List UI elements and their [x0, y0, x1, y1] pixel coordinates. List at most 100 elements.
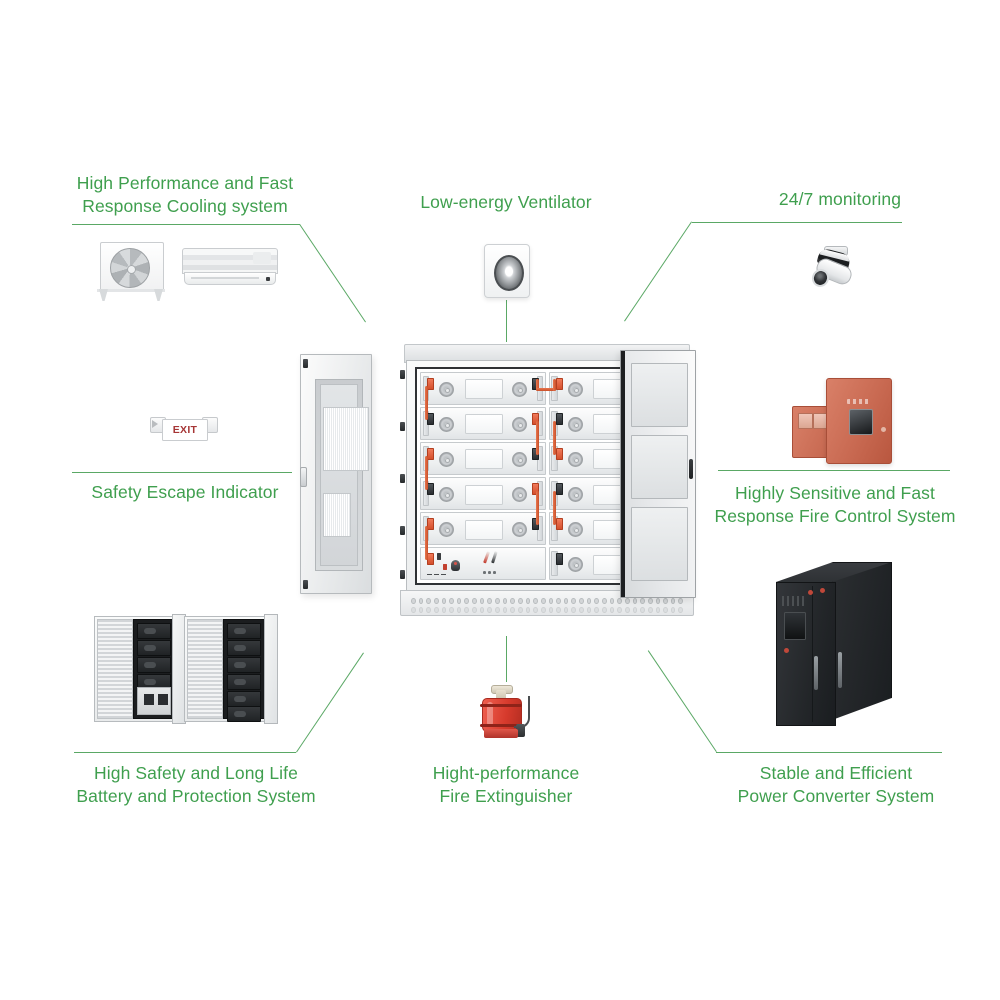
- battery-rack-icon: [88, 608, 278, 728]
- pcs-indicator-light: [808, 590, 813, 595]
- pcs-indicator-light: [784, 648, 789, 653]
- pcs-door-handle: [838, 652, 842, 688]
- cabinet-left-door[interactable]: [299, 354, 372, 594]
- module-column-left: [420, 372, 546, 580]
- pcs-door-handle: [814, 656, 818, 690]
- battery-energy-storage-cabinet: [299, 336, 710, 626]
- terminal-positive: [555, 447, 563, 460]
- leader-line-fire-control: [718, 470, 950, 472]
- module-faceplate: [464, 519, 503, 540]
- module-fan-icon: [567, 557, 583, 573]
- terminal-negative: [427, 412, 434, 425]
- louver-door-icon: [97, 619, 133, 719]
- control-dash-marks: [427, 573, 446, 575]
- leader-diagonal-monitoring: [623, 221, 692, 322]
- leader-diagonal-cooling: [298, 224, 366, 323]
- fire-extinguisher-icon: [474, 684, 538, 746]
- control-dot-indicators: [483, 571, 496, 574]
- extinguisher-valve-icon: [496, 690, 506, 700]
- power-converter-cabinet-icon: [768, 556, 898, 732]
- callout-label-escape: Safety Escape Indicator: [91, 482, 279, 502]
- module-fan-icon: [511, 381, 527, 397]
- ac-outdoor-unit-icon: [100, 242, 164, 292]
- module-faceplate: [464, 414, 503, 435]
- leader-line-ventilator: [506, 300, 508, 342]
- fire-control-panel-icon: [792, 378, 892, 464]
- extinguisher-nozzle-icon: [516, 724, 525, 737]
- door-vent-mesh: [323, 493, 351, 537]
- terminal-positive: [555, 377, 563, 390]
- fire-alarm-main-panel-icon: [826, 378, 892, 464]
- cable-tool-icon: [491, 551, 498, 564]
- terminal-negative: [555, 552, 563, 565]
- module-fan-icon: [439, 522, 454, 538]
- right-door-handle[interactable]: [689, 459, 693, 479]
- callout-label-extinguisher: Hight-performance Fire Extinguisher: [432, 763, 580, 807]
- ac-stand-bracket-icon: [97, 289, 165, 301]
- module-fan-icon: [439, 487, 454, 503]
- module-fan-icon: [439, 451, 454, 467]
- battery-modules-stack: [133, 619, 182, 719]
- plinth-vent-row: [411, 597, 684, 604]
- leader-diagonal-converter: [647, 650, 718, 752]
- pcs-vent-icon: [782, 596, 806, 606]
- terminal-positive: [531, 412, 539, 425]
- leader-line-converter: [716, 752, 942, 754]
- plinth-vent-row: [411, 606, 684, 613]
- terminal-positive: [531, 482, 539, 495]
- terminal-negative: [555, 412, 563, 425]
- module-faceplate: [464, 379, 503, 400]
- ac-fan-blade-icon: [110, 248, 150, 288]
- interconnect-cable: [536, 421, 540, 455]
- callout-label-battery: High Safety and Long Life Battery and Pr…: [76, 763, 316, 807]
- battery-cabinet-unit: [94, 616, 182, 722]
- module-fan-icon: [567, 381, 583, 397]
- interconnect-cable: [424, 526, 428, 560]
- interconnect-cable: [424, 386, 428, 420]
- module-fan-icon: [511, 416, 527, 432]
- interconnect-cable: [424, 456, 428, 490]
- pcs-indicator-light: [820, 588, 825, 593]
- interconnect-cable: [536, 491, 540, 525]
- module-fan-icon: [439, 416, 454, 432]
- ac-indoor-split-unit-icon: [182, 248, 278, 286]
- module-fan-icon: [511, 451, 527, 467]
- control-indicator: [443, 564, 447, 571]
- battery-module: [420, 372, 546, 405]
- callout-label-ventilator: Low-energy Ventilator: [420, 192, 592, 212]
- pcs-display-icon: [784, 612, 806, 640]
- module-fan-icon: [511, 522, 527, 538]
- pcs-side-panel: [832, 562, 892, 720]
- exit-sign-icon: EXIT: [148, 414, 220, 444]
- callout-label-cooling: High Performance and Fast Response Cooli…: [76, 173, 294, 217]
- interconnect-cable: [553, 421, 557, 455]
- fire-panel-display-icon: [849, 409, 873, 435]
- cabinet-right-door[interactable]: [620, 350, 696, 598]
- leader-line-monitoring: [692, 222, 902, 224]
- module-fan-icon: [567, 416, 583, 432]
- battery-module: [420, 512, 546, 545]
- module-fan-icon: [567, 487, 583, 503]
- rack-open-door: [264, 614, 278, 724]
- left-door-handle[interactable]: [299, 467, 307, 487]
- terminal-positive: [427, 377, 434, 390]
- leader-diagonal-battery: [296, 652, 365, 753]
- pcs-front-panel: [776, 582, 836, 726]
- callout-label-monitoring: 24/7 monitoring: [778, 189, 902, 209]
- control-indicator: [437, 553, 441, 561]
- bridge-cable: [536, 379, 540, 391]
- bridge-cable: [553, 379, 557, 391]
- exit-plate: EXIT: [162, 419, 208, 441]
- callout-label-converter: Stable and Efficient Power Converter Sys…: [737, 763, 935, 807]
- ventilator-blade-icon: [494, 255, 524, 291]
- door-vent-mesh: [323, 407, 369, 471]
- module-faceplate: [464, 484, 503, 505]
- louver-door-icon: [187, 619, 223, 719]
- control-switch-knob: [451, 559, 460, 571]
- exit-arrow-icon: [152, 420, 158, 428]
- module-fan-icon: [511, 487, 527, 503]
- terminal-positive: [427, 552, 434, 565]
- module-fan-icon: [567, 451, 583, 467]
- cable-tool-icon: [483, 551, 491, 564]
